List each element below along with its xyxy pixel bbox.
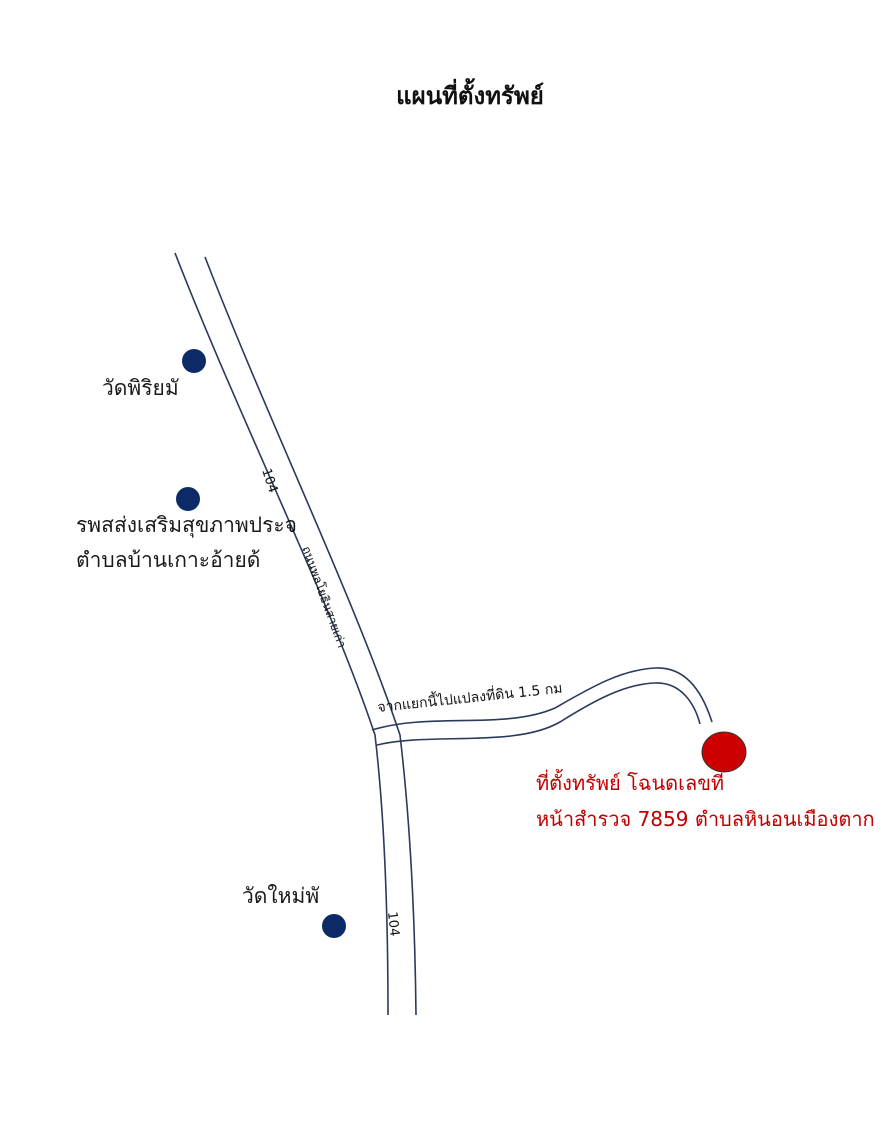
branch-road — [371, 667, 713, 746]
destination-marker-icon — [701, 731, 747, 773]
landmark-wat-piriyam: วัดพิริยมั — [102, 349, 206, 400]
map-title: แผนที่ตั้งทรัพย์ — [396, 77, 544, 110]
road-number-top: 104 — [258, 467, 280, 495]
main-road — [174, 252, 417, 1016]
landmark-label: วัดพิริยมั — [102, 376, 179, 400]
destination-label-line1: ที่ตั้งทรัพย์ โฉนดเลขที่ — [536, 769, 724, 795]
road-number-bottom: 104 — [384, 911, 402, 937]
landmark-marker-icon — [176, 487, 200, 511]
landmark-label-line1: รพสส่งเสริมสุขภาพประจ — [76, 513, 297, 538]
destination: ที่ตั้งทรัพย์ โฉนดเลขที่ หน้าสำรวจ 7859 … — [536, 731, 875, 831]
landmark-health-center: รพสส่งเสริมสุขภาพประจ ตำบลบ้านเกาะอ้ายด้ — [76, 487, 297, 572]
landmark-marker-icon — [322, 914, 346, 938]
destination-label-line2: หน้าสำรวจ 7859 ตำบลหินอนเมืองตาก — [536, 807, 875, 831]
landmark-wat-mai: วัดใหม่พั — [242, 884, 346, 938]
road-name: ถนนพลโยธินสายเก่า — [299, 544, 349, 649]
landmark-label: วัดใหม่พั — [242, 884, 319, 908]
branch-road-label: จากแยกนี้ไปแปลงที่ดิน 1.5 กม — [376, 678, 563, 716]
landmark-label-line2: ตำบลบ้านเกาะอ้ายด้ — [76, 548, 260, 572]
landmark-marker-icon — [182, 349, 206, 373]
